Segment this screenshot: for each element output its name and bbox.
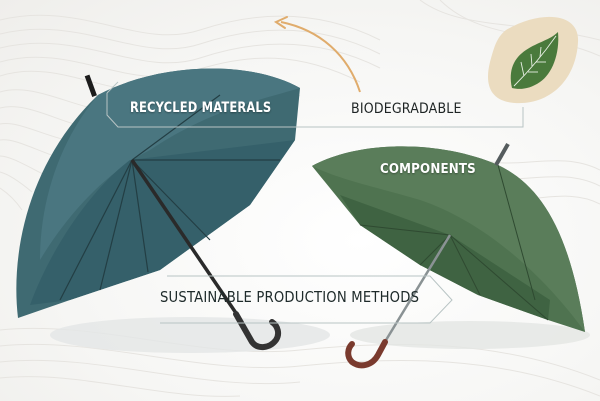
biodegradable-label: BIODEGRADABLE (351, 101, 462, 117)
sustainable-production-label: SUSTAINABLE PRODUCTION METHODS (160, 288, 420, 306)
recycled-materials-label: RECYCLED MATERALS (130, 100, 272, 116)
components-label: COMPONENTS (380, 161, 476, 177)
